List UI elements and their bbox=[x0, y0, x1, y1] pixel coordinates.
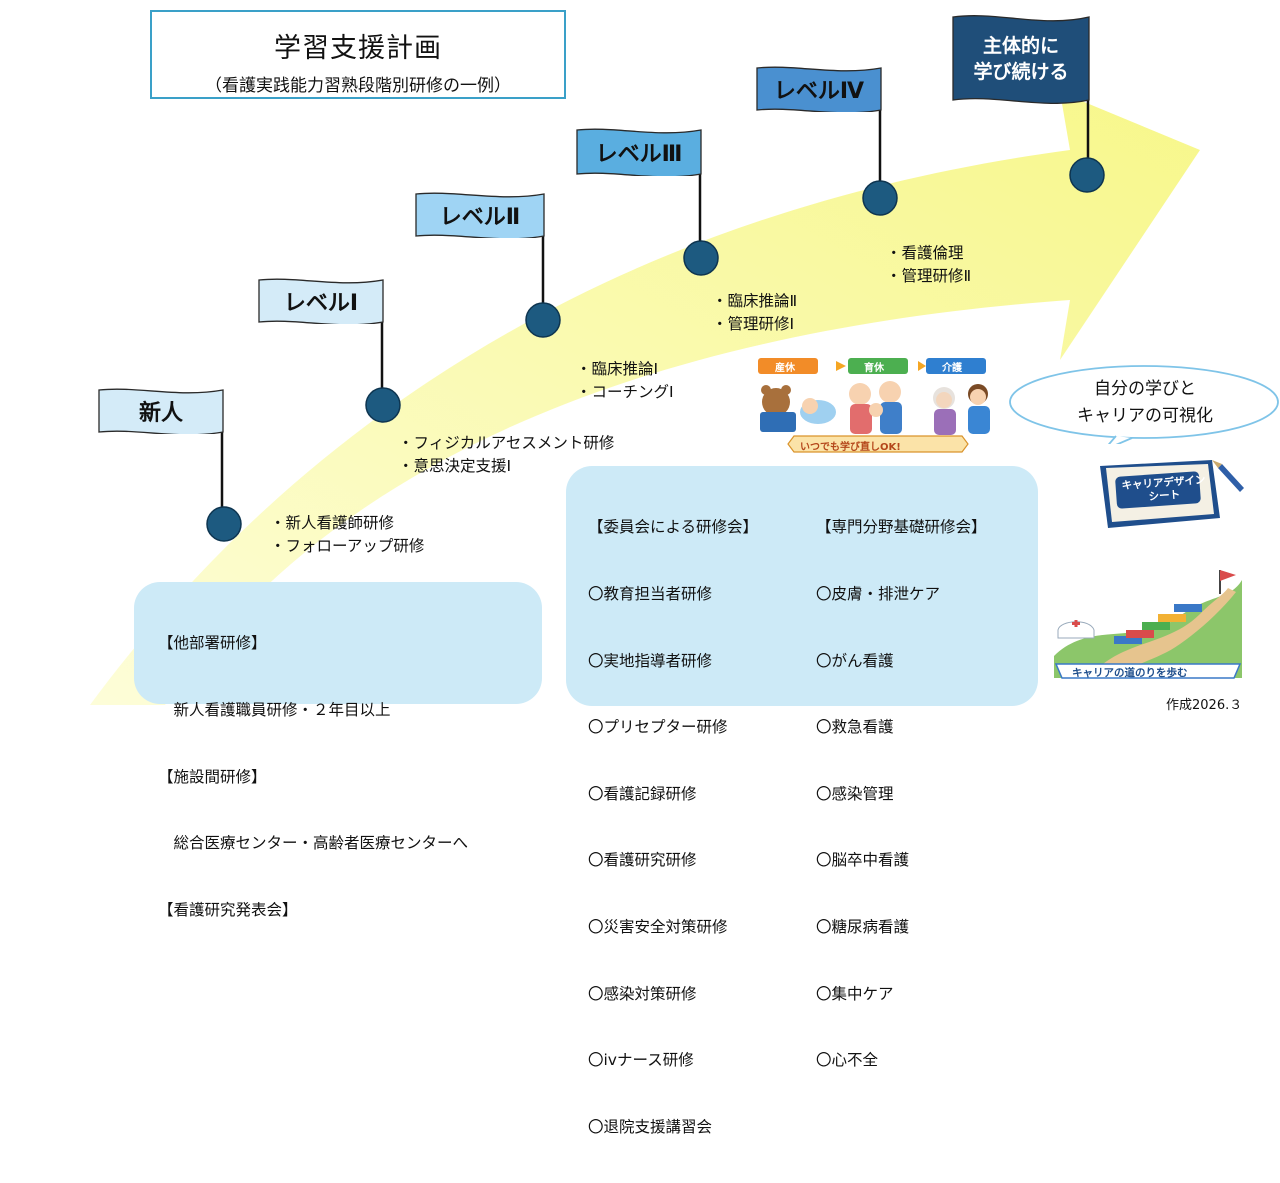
list-item: ・管理研修Ⅱ bbox=[886, 267, 972, 285]
career-path-illustration bbox=[1054, 570, 1242, 679]
tag-nursing-care: 介護 bbox=[942, 363, 962, 374]
flag-label-level2: レベルⅡ bbox=[439, 205, 521, 230]
panel-line: 〇看護記録研修 bbox=[588, 784, 697, 803]
panel-line: 〇皮膚・排泄ケア bbox=[816, 585, 941, 604]
items-level1: ・フィジカルアセスメント研修 ・意思決定支援Ⅰ bbox=[398, 432, 614, 478]
flag-label-level1: レベルⅠ bbox=[283, 291, 359, 316]
node-level2 bbox=[525, 302, 561, 338]
flag-level3: レベルⅢ bbox=[576, 128, 702, 176]
panel-line: 〇災害安全対策研修 bbox=[588, 918, 728, 937]
flag-label-shinjin: 新人 bbox=[138, 401, 183, 426]
committee-list: 【委員会による研修会】 〇教育担当者研修 〇実地指導者研修 〇プリセプター研修 … bbox=[588, 472, 758, 1183]
list-item: ・意思決定支援Ⅰ bbox=[398, 457, 512, 475]
tag-maternity: 産休 bbox=[775, 363, 795, 374]
panel-line: 〇看護研究研修 bbox=[588, 851, 697, 870]
list-item: ・臨床推論Ⅰ bbox=[576, 360, 659, 378]
list-item: ・管理研修Ⅰ bbox=[712, 315, 795, 333]
career-notebook-icon bbox=[1100, 460, 1244, 528]
node-goal bbox=[1069, 157, 1105, 193]
flag-label-goal: 主体的に 学び続ける bbox=[973, 35, 1069, 83]
flag-level4: レベルⅣ bbox=[756, 66, 882, 112]
panel-line: 〇感染管理 bbox=[816, 784, 894, 803]
cloud-line: 自分の学びと bbox=[1094, 379, 1196, 399]
panel-line: 【委員会による研修会】 bbox=[588, 518, 759, 537]
panel-line: 〇ivナース研修 bbox=[588, 1051, 694, 1070]
list-item: ・臨床推論Ⅱ bbox=[712, 292, 798, 310]
panel-line: 〇集中ケア bbox=[816, 984, 894, 1003]
panel-line: 〇教育担当者研修 bbox=[588, 585, 713, 604]
panel-other-trainings: 【他部署研修】 新人看護職員研修・２年目以上 【施設間研修】 総合医療センター・… bbox=[134, 582, 542, 919]
list-item: ・フォローアップ研修 bbox=[270, 537, 425, 555]
cloud-text: 自分の学びと キャリアの可視化 bbox=[1040, 376, 1250, 430]
cloud-line: キャリアの可視化 bbox=[1077, 406, 1213, 426]
items-level3: ・臨床推論Ⅱ ・管理研修Ⅰ bbox=[712, 290, 797, 336]
panel-line: 【施設間研修】 bbox=[158, 767, 267, 786]
items-level4: ・看護倫理 ・管理研修Ⅱ bbox=[886, 242, 971, 288]
node-level4 bbox=[862, 180, 898, 216]
page-title: 学習支援計画 bbox=[274, 33, 442, 64]
title-box: 学習支援計画 （看護実践能力習熟段階別研修の一例） bbox=[150, 10, 566, 99]
panel-line: 〇脳卒中看護 bbox=[816, 851, 910, 870]
flag-level2: レベルⅡ bbox=[415, 192, 545, 238]
banner-relearn: いつでも学び直しOK! bbox=[800, 442, 901, 453]
panel-line: 【看護研究発表会】 bbox=[158, 900, 298, 919]
panel-line: 【専門分野基礎研修会】 bbox=[816, 518, 987, 537]
list-item: ・フィジカルアセスメント研修 bbox=[398, 434, 615, 452]
growth-arrow-graphic bbox=[90, 28, 1200, 705]
panel-line: 〇糖尿病看護 bbox=[816, 918, 910, 937]
growth-arrow bbox=[90, 92, 1200, 705]
life-events-illustration bbox=[758, 358, 990, 453]
panel-line: 新人看護職員研修・２年目以上 bbox=[158, 701, 391, 720]
panel-line: 〇感染対策研修 bbox=[588, 984, 697, 1003]
list-item: ・コーチングⅠ bbox=[576, 383, 674, 401]
list-item: ・新人看護師研修 bbox=[270, 514, 395, 532]
panel-line: 〇心不全 bbox=[816, 1051, 879, 1070]
node-level1 bbox=[365, 387, 401, 423]
items-shinjin: ・新人看護師研修 ・フォローアップ研修 bbox=[270, 512, 424, 558]
node-shinjin bbox=[206, 506, 242, 542]
flag-label-level4: レベルⅣ bbox=[773, 79, 865, 104]
panel-workshops: 【委員会による研修会】 〇教育担当者研修 〇実地指導者研修 〇プリセプター研修 … bbox=[566, 466, 1038, 1136]
specialty-list: 【専門分野基礎研修会】 〇皮膚・排泄ケア 〇がん看護 〇救急看護 〇感染管理 〇… bbox=[816, 472, 987, 1116]
page-subtitle: （看護実践能力習熟段階別研修の一例） bbox=[205, 76, 511, 96]
panel-line: 〇退院支援講習会 bbox=[588, 1117, 713, 1136]
panel-line: 〇がん看護 bbox=[816, 651, 894, 670]
panel-line: 【他部署研修】 bbox=[158, 634, 267, 653]
flag-label-level3: レベルⅢ bbox=[595, 142, 683, 167]
speech-cloud bbox=[1009, 365, 1279, 444]
tag-childcare: 育休 bbox=[864, 363, 884, 374]
node-level3 bbox=[683, 240, 719, 276]
list-item: ・看護倫理 bbox=[886, 244, 964, 262]
panel-line: 総合医療センター・高齢者医療センターへ bbox=[158, 834, 469, 853]
flag-level1: レベルⅠ bbox=[258, 278, 384, 324]
items-level2: ・臨床推論Ⅰ ・コーチングⅠ bbox=[576, 358, 674, 404]
created-date: 作成2026.３ bbox=[1166, 698, 1243, 713]
path-caption: キャリアの道のりを歩む bbox=[1072, 667, 1188, 679]
flag-goal: 主体的に 学び続ける bbox=[952, 14, 1090, 104]
flag-shinjin: 新人 bbox=[98, 388, 224, 434]
panel-line: 〇実地指導者研修 bbox=[588, 651, 713, 670]
